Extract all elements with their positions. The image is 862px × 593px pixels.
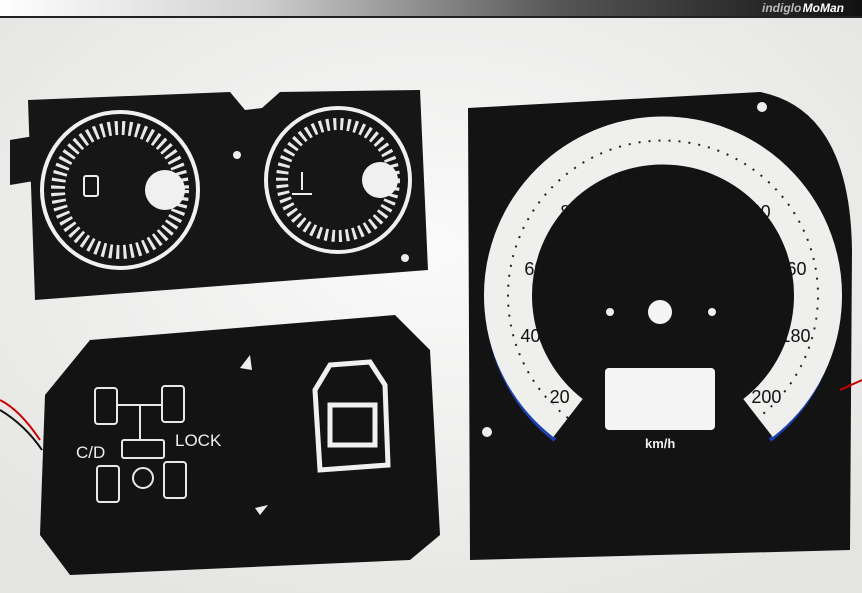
speed-tick-label: 80 xyxy=(560,202,580,222)
unit-label: km/h xyxy=(645,436,675,451)
speedometer: 20 40 60 80 100 120 140 160 180 200 km/h xyxy=(468,92,852,560)
cd-label: C/D xyxy=(76,443,105,462)
fuel-icon xyxy=(83,175,99,197)
speed-tick-label: 40 xyxy=(521,326,541,346)
speed-tick-label: 120 xyxy=(682,169,712,189)
speed-tick-label: 160 xyxy=(777,259,807,279)
speed-tick-label: 140 xyxy=(741,202,771,222)
lock-label: LOCK xyxy=(175,431,222,450)
speed-tick-label: 180 xyxy=(780,326,810,346)
coolant-temp-icon xyxy=(292,172,312,195)
speed-tick-label: 20 xyxy=(550,387,570,407)
switch-panel: C/D LOCK xyxy=(40,315,440,575)
car-door-icon xyxy=(312,359,391,473)
4wd-icon xyxy=(94,385,187,503)
fuel-temp-panel xyxy=(10,90,428,300)
speed-tick-label: 200 xyxy=(751,387,781,407)
speed-tick-label: 100 xyxy=(614,169,644,189)
speed-tick-label: 60 xyxy=(524,259,544,279)
